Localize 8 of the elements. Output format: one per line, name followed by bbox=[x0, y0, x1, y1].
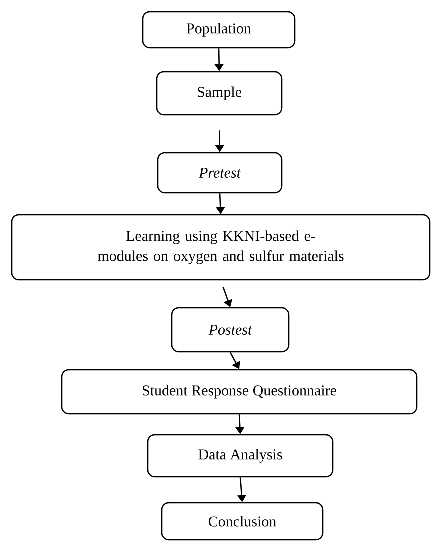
process-box: Data Analysis bbox=[147, 434, 334, 478]
process-box: Sample bbox=[156, 71, 283, 116]
process-box: Learning using KKNI-based e-modules on oxygen and sulfur materials bbox=[11, 214, 431, 281]
process-box: Student Response Questionnaire bbox=[61, 369, 418, 415]
process-box: Postest bbox=[171, 307, 290, 353]
process-box: Population bbox=[142, 11, 296, 49]
process-box: Conclusion bbox=[161, 502, 324, 541]
process-box: Pretest bbox=[157, 152, 283, 194]
